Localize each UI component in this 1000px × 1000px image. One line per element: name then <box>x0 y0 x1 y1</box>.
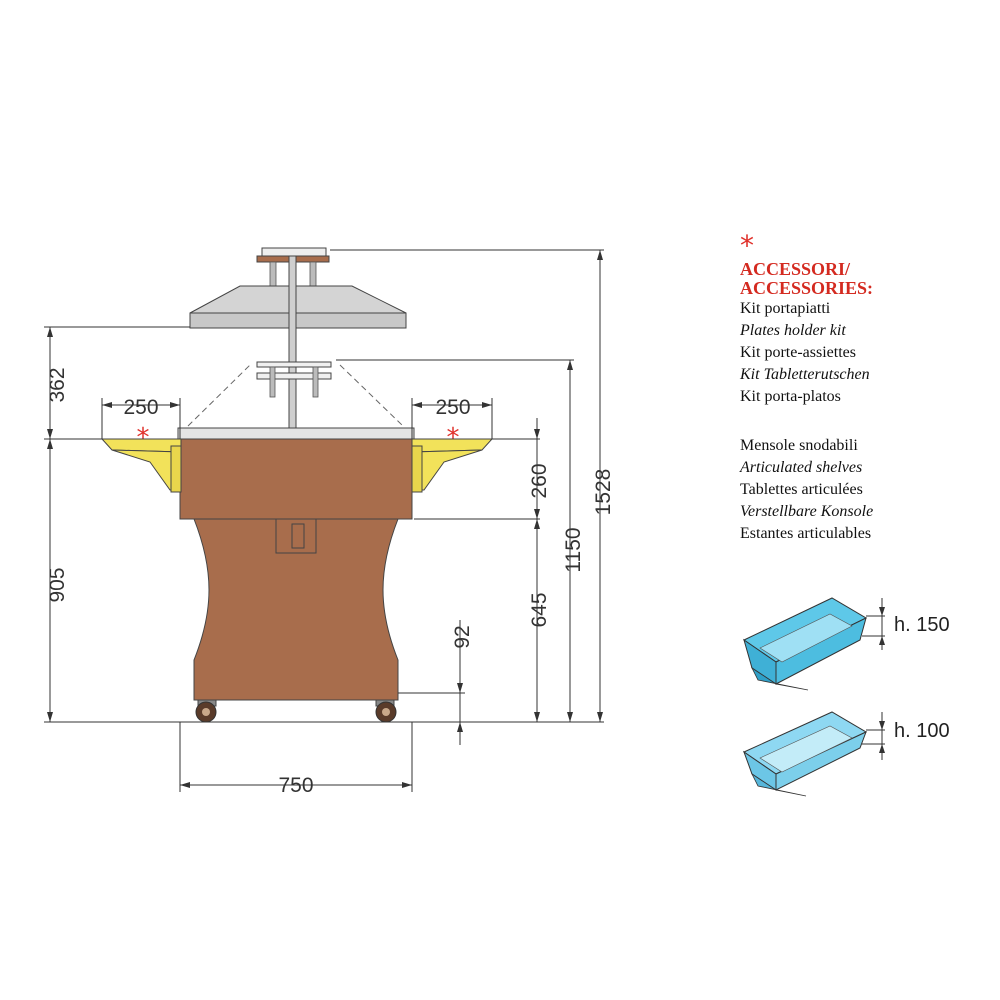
legend-shelves-es: Estantes articulables <box>740 525 872 542</box>
legend-kit-fr: Kit porte-assiettes <box>740 344 856 361</box>
legend-heading-it: ACCESSORI/ <box>740 259 851 279</box>
plate-holder <box>256 361 332 398</box>
right-articulated-shelf <box>411 438 494 493</box>
left-articulated-shelf <box>100 438 182 493</box>
cart-handle <box>275 518 317 554</box>
legend-kit-en: Plates holder kit <box>740 322 846 339</box>
legend-kit-de: Kit Tabletterutschen <box>740 366 870 383</box>
dim-905-label: 905 <box>46 567 69 602</box>
deep-pan-height-label: h. 150 <box>894 614 950 636</box>
dim-1150-label: 1150 <box>562 527 585 572</box>
central-pole <box>288 255 297 439</box>
dim-1528-label: 1528 <box>592 469 615 516</box>
legend-kit-es: Kit porta-platos <box>740 388 841 405</box>
dim-250-right-label: 250 <box>435 396 470 419</box>
dim-250-left-label: 250 <box>123 396 158 419</box>
legend-shelves-en: Articulated shelves <box>740 459 863 476</box>
left-shelf-accessory-marker: * <box>137 423 150 453</box>
dimension-labels: 362 905 250 250 260 645 92 1150 1528 750 <box>46 367 615 797</box>
dim-92-label: 92 <box>451 625 474 648</box>
dim-260-label: 260 <box>528 463 551 498</box>
right-shelf-accessory-marker: * <box>447 423 460 453</box>
counter-top <box>177 427 415 440</box>
shallow-pan-height-label: h. 100 <box>894 720 950 742</box>
legend-shelves-it: Mensole snodabili <box>740 437 858 454</box>
dim-362-label: 362 <box>46 367 69 402</box>
dimension-lines <box>44 249 604 792</box>
dim-750-label: 750 <box>278 774 313 797</box>
upper-canopy <box>189 247 407 329</box>
legend-marker: * <box>740 229 754 262</box>
dim-645-label: 645 <box>528 592 551 627</box>
gn-pan-shallow <box>742 711 885 797</box>
cart-body <box>179 438 413 701</box>
legend-kit-it: Kit portapiatti <box>740 300 831 317</box>
sneeze-guard-outline <box>187 364 404 427</box>
right-wheel <box>375 699 397 723</box>
accessories-legend: * ACCESSORI/ ACCESSORIES: Kit portapiatt… <box>740 232 990 545</box>
left-wheel <box>195 699 217 723</box>
legend-shelves-de: Verstellbare Konsole <box>740 503 874 520</box>
legend-shelves-fr: Tablettes articulées <box>740 481 863 498</box>
buffet-cart <box>100 247 494 723</box>
legend-heading-en: ACCESSORIES: <box>740 278 874 298</box>
gn-pan-deep <box>743 597 885 691</box>
